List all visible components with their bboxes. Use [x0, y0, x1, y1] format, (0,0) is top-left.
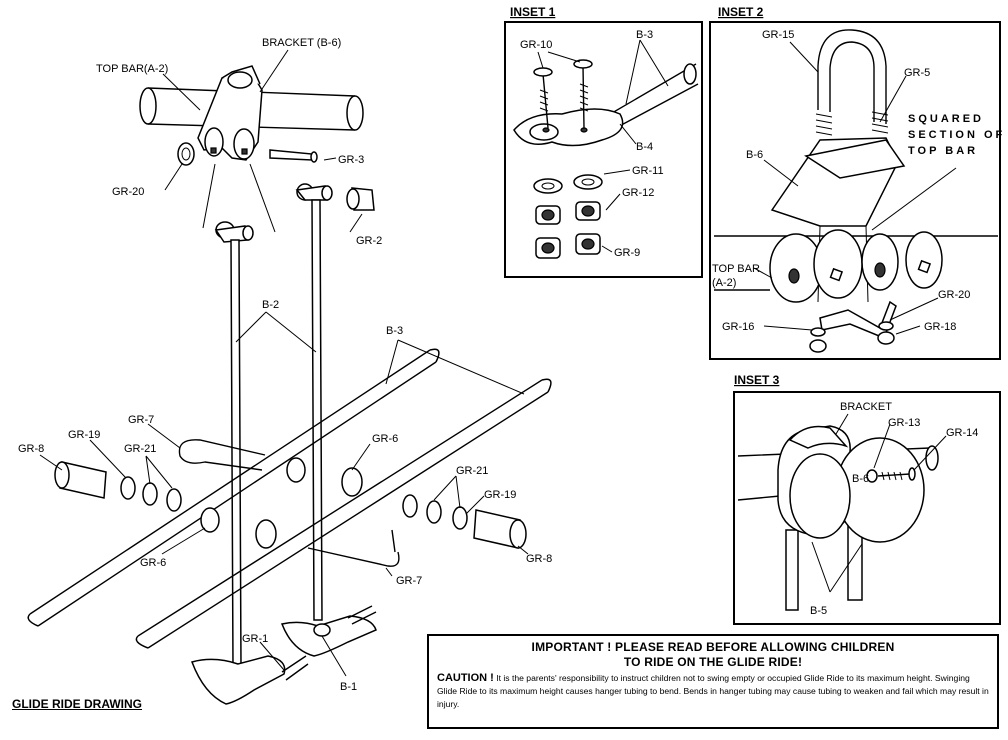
bushing-gr8-left [54, 461, 107, 499]
label-gr21-left: GR-21 [124, 443, 156, 455]
inset2-label-gr5: GR-5 [904, 67, 930, 79]
label-gr6-left: GR-6 [140, 557, 166, 569]
label-gr19-right: GR-19 [484, 489, 516, 501]
bracket-guide-lines [202, 163, 276, 233]
label-gr3: GR-3 [338, 154, 364, 166]
inset3-label-b5: B-5 [810, 605, 827, 617]
inset-1: INSET 1 GR-10 B-3 [504, 5, 703, 278]
label-gr1: GR-1 [242, 633, 268, 645]
safety-notice: IMPORTANT ! PLEASE READ BEFORE ALLOWING … [427, 634, 999, 729]
glide-rail-front [135, 378, 552, 649]
bolt-gr3 [269, 149, 318, 163]
cap-gr2 [346, 187, 375, 211]
nut-gr20 [177, 142, 195, 166]
inset2-label-gr16: GR-16 [722, 321, 754, 333]
inset2-label-top-bar-2: (A-2) [712, 277, 736, 289]
glide-rail-back [27, 348, 440, 627]
bushing-gr6-left [200, 507, 277, 549]
bushing-gr6-right [286, 457, 363, 497]
inset1-label-gr10: GR-10 [520, 39, 552, 51]
main-assembly: TOP BAR(A-2) BRACKET (B-6) GR-20 GR-3 GR… [18, 37, 552, 705]
label-top-bar-a2: TOP BAR(A-2) [96, 63, 168, 75]
label-gr19-left: GR-19 [68, 429, 100, 441]
screw-gr1-left [281, 655, 309, 681]
notice-heading-line1: IMPORTANT ! PLEASE READ BEFORE ALLOWING … [531, 640, 895, 654]
u-bolt-gr7-left [178, 439, 266, 471]
u-bolt-gr7-right [307, 529, 400, 567]
screw-gr1-right [347, 605, 377, 625]
inset2-label-gr18: GR-18 [924, 321, 956, 333]
inset2-label-squared-3: TOP BAR [908, 145, 978, 157]
inset-1-title: INSET 1 [510, 5, 556, 19]
label-b1: B-1 [340, 681, 357, 693]
label-gr2: GR-2 [356, 235, 382, 247]
label-bracket-b6: BRACKET (B-6) [262, 37, 341, 49]
inset1-label-gr12: GR-12 [622, 187, 654, 199]
hanger-tee-right [295, 183, 333, 201]
inset2-label-gr20: GR-20 [938, 289, 970, 301]
drawing-title: GLIDE RIDE DRAWING [12, 697, 143, 711]
washers-left [120, 476, 182, 512]
notice-body: CAUTION ! It is the parents' responsibil… [437, 672, 989, 711]
footrest-left [191, 655, 286, 705]
inset2-label-squared-1: SQUARED [908, 113, 984, 125]
footrest-b1 [280, 615, 377, 657]
inset2-label-gr15: GR-15 [762, 29, 794, 41]
washers-right [402, 494, 468, 530]
inset-3: INSET 3 BRACKET GR-13 GR-14 B-6 B-5 [733, 373, 1001, 625]
label-gr6-right: GR-6 [372, 433, 398, 445]
label-gr21-right: GR-21 [456, 465, 488, 477]
label-gr20: GR-20 [112, 186, 144, 198]
inset2-label-b6: B-6 [746, 149, 763, 161]
notice-heading-line2: TO RIDE ON THE GLIDE RIDE! [623, 655, 803, 669]
inset3-label-b6: B-6 [852, 473, 869, 485]
bracket-b6 [197, 65, 263, 161]
label-b3: B-3 [386, 325, 403, 337]
label-gr7-left: GR-7 [128, 414, 154, 426]
inset-2-title: INSET 2 [718, 5, 764, 19]
inset2-label-top-bar-1: TOP BAR [712, 263, 760, 275]
bushing-gr8-right [473, 509, 527, 549]
inset3-label-bracket: BRACKET [840, 401, 892, 413]
label-gr8-right: GR-8 [526, 553, 552, 565]
label-gr8-left: GR-8 [18, 443, 44, 455]
hanger-tube-left [230, 239, 242, 669]
inset1-label-b4: B-4 [636, 141, 653, 153]
caution-label: CAUTION ! [437, 672, 494, 684]
caution-text: It is the parents' responsibility to ins… [437, 673, 989, 709]
label-b2: B-2 [262, 299, 279, 311]
top-bar-a2 [139, 87, 364, 131]
inset3-label-gr13: GR-13 [888, 417, 920, 429]
hanger-tube-right [311, 199, 323, 621]
inset1-label-gr11: GR-11 [632, 165, 664, 177]
inset3-label-gr14: GR-14 [946, 427, 978, 439]
label-gr7-right: GR-7 [396, 575, 422, 587]
leader-lines [39, 49, 529, 677]
inset1-label-gr9: GR-9 [614, 247, 640, 259]
hanger-tee-left [214, 221, 254, 243]
inset-2: INSET 2 GR-15 GR-5 [709, 5, 1005, 360]
inset1-label-b3: B-3 [636, 29, 653, 41]
inset2-label-squared-2: SECTION OF [908, 129, 1005, 141]
inset-3-title: INSET 3 [734, 373, 780, 387]
